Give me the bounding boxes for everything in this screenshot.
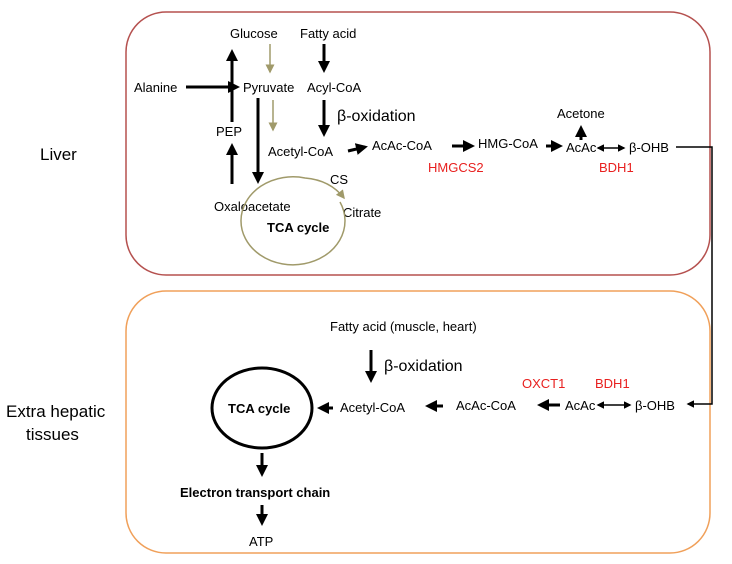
extra-acetyl-coa-label: Acetyl-CoA <box>340 400 405 415</box>
glucose-label: Glucose <box>230 26 278 41</box>
extra-acac-coa-label: AcAc-CoA <box>456 398 516 413</box>
extra-beta-oxidation-label: β-oxidation <box>384 358 463 375</box>
liver-to-extra-connector <box>676 146 713 408</box>
extra-acac-label: AcAc <box>565 398 596 413</box>
etc-label: Electron transport chain <box>180 485 330 500</box>
extra-tca-ring <box>210 366 314 450</box>
extra-tca-cycle-label: TCA cycle <box>228 401 290 416</box>
extra-hepatic-box <box>125 290 711 554</box>
liver-acac-coa-label: AcAc-CoA <box>372 138 432 153</box>
extra-fatty-acid-label: Fatty acid (muscle, heart) <box>330 319 477 334</box>
liver-label: Liver <box>40 145 77 164</box>
pyruvate-label: Pyruvate <box>243 80 294 95</box>
hmg-coa-label: HMG-CoA <box>478 136 538 151</box>
alanine-label: Alanine <box>134 80 177 95</box>
liver-bdh1-label: BDH1 <box>599 160 634 175</box>
atp-label: ATP <box>249 534 273 549</box>
liver-fatty-acid-label: Fatty acid <box>300 26 356 41</box>
liver-box <box>125 11 711 276</box>
acetone-label: Acetone <box>557 106 605 121</box>
extra-bdh1-label: BDH1 <box>595 376 630 391</box>
liver-tca-ring <box>240 176 346 266</box>
oxct1-label: OXCT1 <box>522 376 565 391</box>
liver-acetyl-coa-label: Acetyl-CoA <box>268 144 333 159</box>
liver-acac-label: AcAc <box>566 140 597 155</box>
extra-hepatic-label-line1: Extra hepatic <box>6 402 106 421</box>
hmgcs2-label: HMGCS2 <box>428 160 484 175</box>
acyl-coa-label: Acyl-CoA <box>307 80 362 95</box>
cs-label: CS <box>330 172 348 187</box>
oxaloacetate-label: Oxaloacetate <box>214 199 291 214</box>
extra-beta-ohb-label: β-OHB <box>635 398 675 413</box>
pep-label: PEP <box>216 124 242 139</box>
acetyl-coa-to-acac-coa-arrow <box>347 143 368 155</box>
liver-beta-oxidation-label: β-oxidation <box>337 108 416 125</box>
citrate-label: Citrate <box>343 205 381 220</box>
liver-tca-cycle-label: TCA cycle <box>267 220 329 235</box>
extra-hepatic-label-line2: tissues <box>26 425 79 444</box>
liver-beta-ohb-label: β-OHB <box>629 140 669 155</box>
